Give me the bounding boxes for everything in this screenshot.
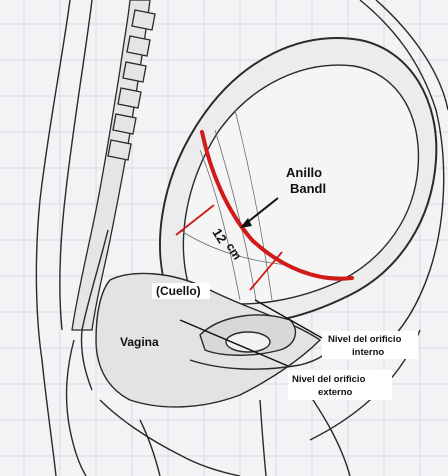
external-os-label-line1: Nivel del orificio [292, 374, 366, 385]
bandl-label-line1: Anillo [286, 165, 322, 180]
internal-os-label-line2: interno [352, 347, 384, 358]
bandl-label-line2: Bandl [290, 181, 326, 196]
vagina-label: Vagina [120, 335, 159, 349]
internal-os-label-line1: Nivel del orificio [328, 334, 402, 345]
external-os-label-line2: externo [318, 387, 353, 398]
cervix-label: (Cuello) [156, 284, 201, 298]
